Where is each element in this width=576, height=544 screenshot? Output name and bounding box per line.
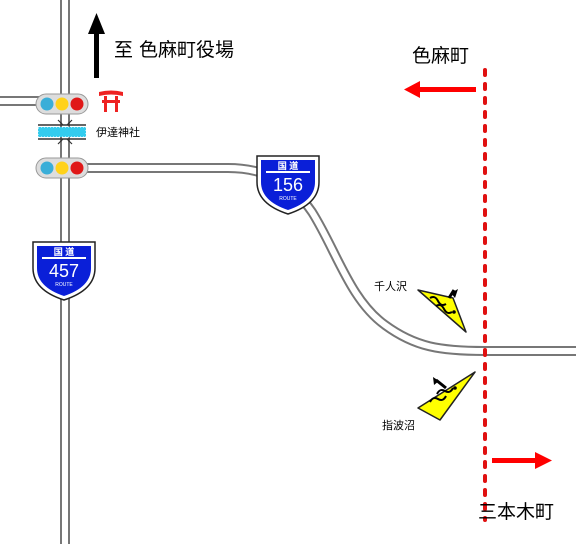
- label-shikama-town: 色麻町: [412, 45, 469, 67]
- arrow-right-icon: [492, 452, 552, 469]
- road-156-edge: [65, 163, 576, 356]
- route-156-number: 156: [273, 175, 303, 195]
- warning-sign-icon: [417, 371, 476, 421]
- traffic-light-icon: [35, 93, 89, 115]
- label-sanbongi-town: 三本木町: [478, 501, 554, 523]
- route-156-sub: ROUTE: [279, 196, 297, 202]
- route-shield-156-icon: 国 道 156 ROUTE: [256, 155, 320, 215]
- label-sashinamizu: 指波沼: [382, 418, 415, 432]
- arrow-north-icon: [88, 13, 105, 78]
- label-date-shrine: 伊達神社: [96, 125, 140, 139]
- label-to-town-office: 至 色麻町役場: [114, 39, 234, 61]
- route-shield-457-icon: 国 道 457 ROUTE: [32, 241, 96, 301]
- label-senninzawa: 千人沢: [374, 279, 407, 293]
- route-457-sub: ROUTE: [55, 282, 73, 288]
- road-156: [65, 165, 576, 354]
- warning-sign-icon: [417, 289, 467, 333]
- arrow-left-icon: [404, 81, 476, 98]
- route-457-kanji: 国 道: [54, 246, 75, 257]
- torii-icon: [99, 90, 123, 112]
- bridge-icon: [37, 119, 87, 145]
- traffic-light-icon: [35, 157, 89, 179]
- route-457-number: 457: [49, 261, 79, 281]
- route-156-kanji: 国 道: [278, 160, 299, 171]
